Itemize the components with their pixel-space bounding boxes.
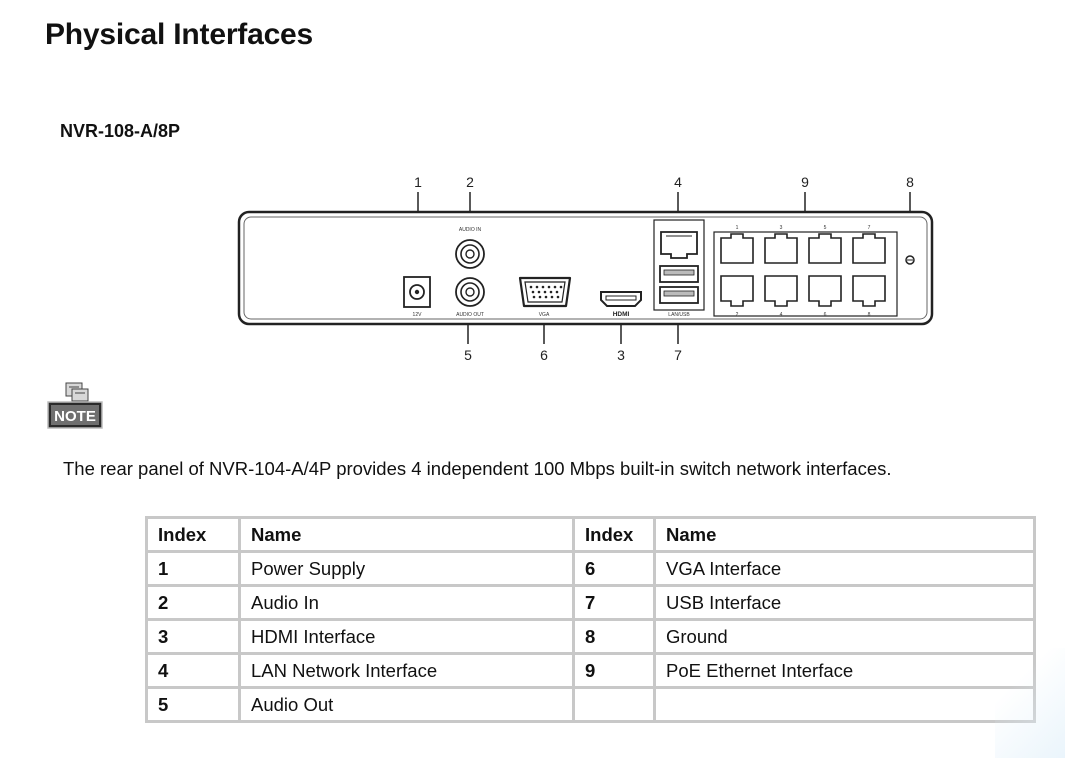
column-header: Name xyxy=(653,516,1036,553)
watermark-fade xyxy=(995,648,1065,758)
poe-label-top: 5 xyxy=(824,225,827,231)
table-row: 3 HDMI Interface 8 Ground xyxy=(145,618,1036,655)
table-header-row: Index Name Index Name xyxy=(145,516,1036,553)
callout-1: 1 xyxy=(414,174,422,190)
page-title: Physical Interfaces xyxy=(45,18,314,51)
name-cell: USB Interface xyxy=(653,584,1036,621)
index-cell: 1 xyxy=(145,550,241,587)
name-cell: LAN Network Interface xyxy=(238,652,575,689)
poe-label-top: 3 xyxy=(780,225,783,231)
table-row: 1 Power Supply 6 VGA Interface xyxy=(145,550,1036,587)
chassis-outline xyxy=(237,210,934,326)
poe-ports xyxy=(720,233,886,307)
vga-label: VGA xyxy=(539,312,550,318)
callout-7: 7 xyxy=(674,347,682,363)
note-label: NOTE xyxy=(54,408,96,425)
index-cell: 4 xyxy=(145,652,241,689)
name-cell xyxy=(653,686,1036,723)
callout-4: 4 xyxy=(674,174,682,190)
index-cell: 9 xyxy=(572,652,656,689)
table-row: 4 LAN Network Interface 9 PoE Ethernet I… xyxy=(145,652,1036,689)
name-cell: Power Supply xyxy=(238,550,575,587)
usb-port-1 xyxy=(659,265,699,283)
audio-in-port xyxy=(455,239,485,269)
power-jack xyxy=(403,276,431,308)
audio-out-port xyxy=(455,277,485,307)
vga-port xyxy=(518,276,572,308)
lan-usb-label: LAN/USB xyxy=(668,312,690,318)
poe-label-bottom: 2 xyxy=(736,312,739,318)
name-cell: HDMI Interface xyxy=(238,618,575,655)
callout-6: 6 xyxy=(540,347,548,363)
name-cell: PoE Ethernet Interface xyxy=(653,652,1036,689)
column-header: Index xyxy=(572,516,656,553)
poe-label-top: 7 xyxy=(868,225,871,231)
table-row: 5 Audio Out xyxy=(145,686,1036,723)
note-icon: NOTE xyxy=(47,382,103,429)
callout-5: 5 xyxy=(464,347,472,363)
audio-out-label: AUDIO OUT xyxy=(456,312,484,318)
index-cell: 7 xyxy=(572,584,656,621)
column-header: Name xyxy=(238,516,575,553)
note-text: The rear panel of NVR-104-A/4P provides … xyxy=(63,458,892,479)
name-cell: Audio In xyxy=(238,584,575,621)
lan-usb-frame xyxy=(653,219,705,311)
poe-label-bottom: 4 xyxy=(780,312,783,318)
index-cell: 2 xyxy=(145,584,241,621)
poe-label-bottom: 8 xyxy=(868,312,871,318)
poe-label-bottom: 6 xyxy=(824,312,827,318)
interface-index-table: Index Name Index Name 1 Power Supply 6 V… xyxy=(145,516,1036,723)
usb-port-2 xyxy=(659,286,699,304)
model-name: NVR-108-A/8P xyxy=(60,121,181,141)
poe-block xyxy=(713,231,898,317)
hdmi-port xyxy=(600,291,642,307)
index-cell: 8 xyxy=(572,618,656,655)
callout-3: 3 xyxy=(617,347,625,363)
column-header: Index xyxy=(145,516,241,553)
index-cell xyxy=(572,686,656,723)
ground-screw xyxy=(905,255,915,265)
table-row: 2 Audio In 7 USB Interface xyxy=(145,584,1036,621)
poe-label-top: 1 xyxy=(736,225,739,231)
lan-port xyxy=(660,231,698,259)
index-cell: 6 xyxy=(572,550,656,587)
rear-panel-diagram: 1 2 4 9 8 5 6 3 7 12V AUDIO IN xyxy=(237,174,934,363)
power-label: 12V xyxy=(413,312,423,318)
name-cell: Audio Out xyxy=(238,686,575,723)
hdmi-label: HDMI xyxy=(613,311,630,318)
callout-9: 9 xyxy=(801,174,809,190)
index-cell: 5 xyxy=(145,686,241,723)
index-cell: 3 xyxy=(145,618,241,655)
name-cell: VGA Interface xyxy=(653,550,1036,587)
audio-in-label: AUDIO IN xyxy=(459,227,482,233)
name-cell: Ground xyxy=(653,618,1036,655)
callout-2: 2 xyxy=(466,174,474,190)
callout-8: 8 xyxy=(906,174,914,190)
